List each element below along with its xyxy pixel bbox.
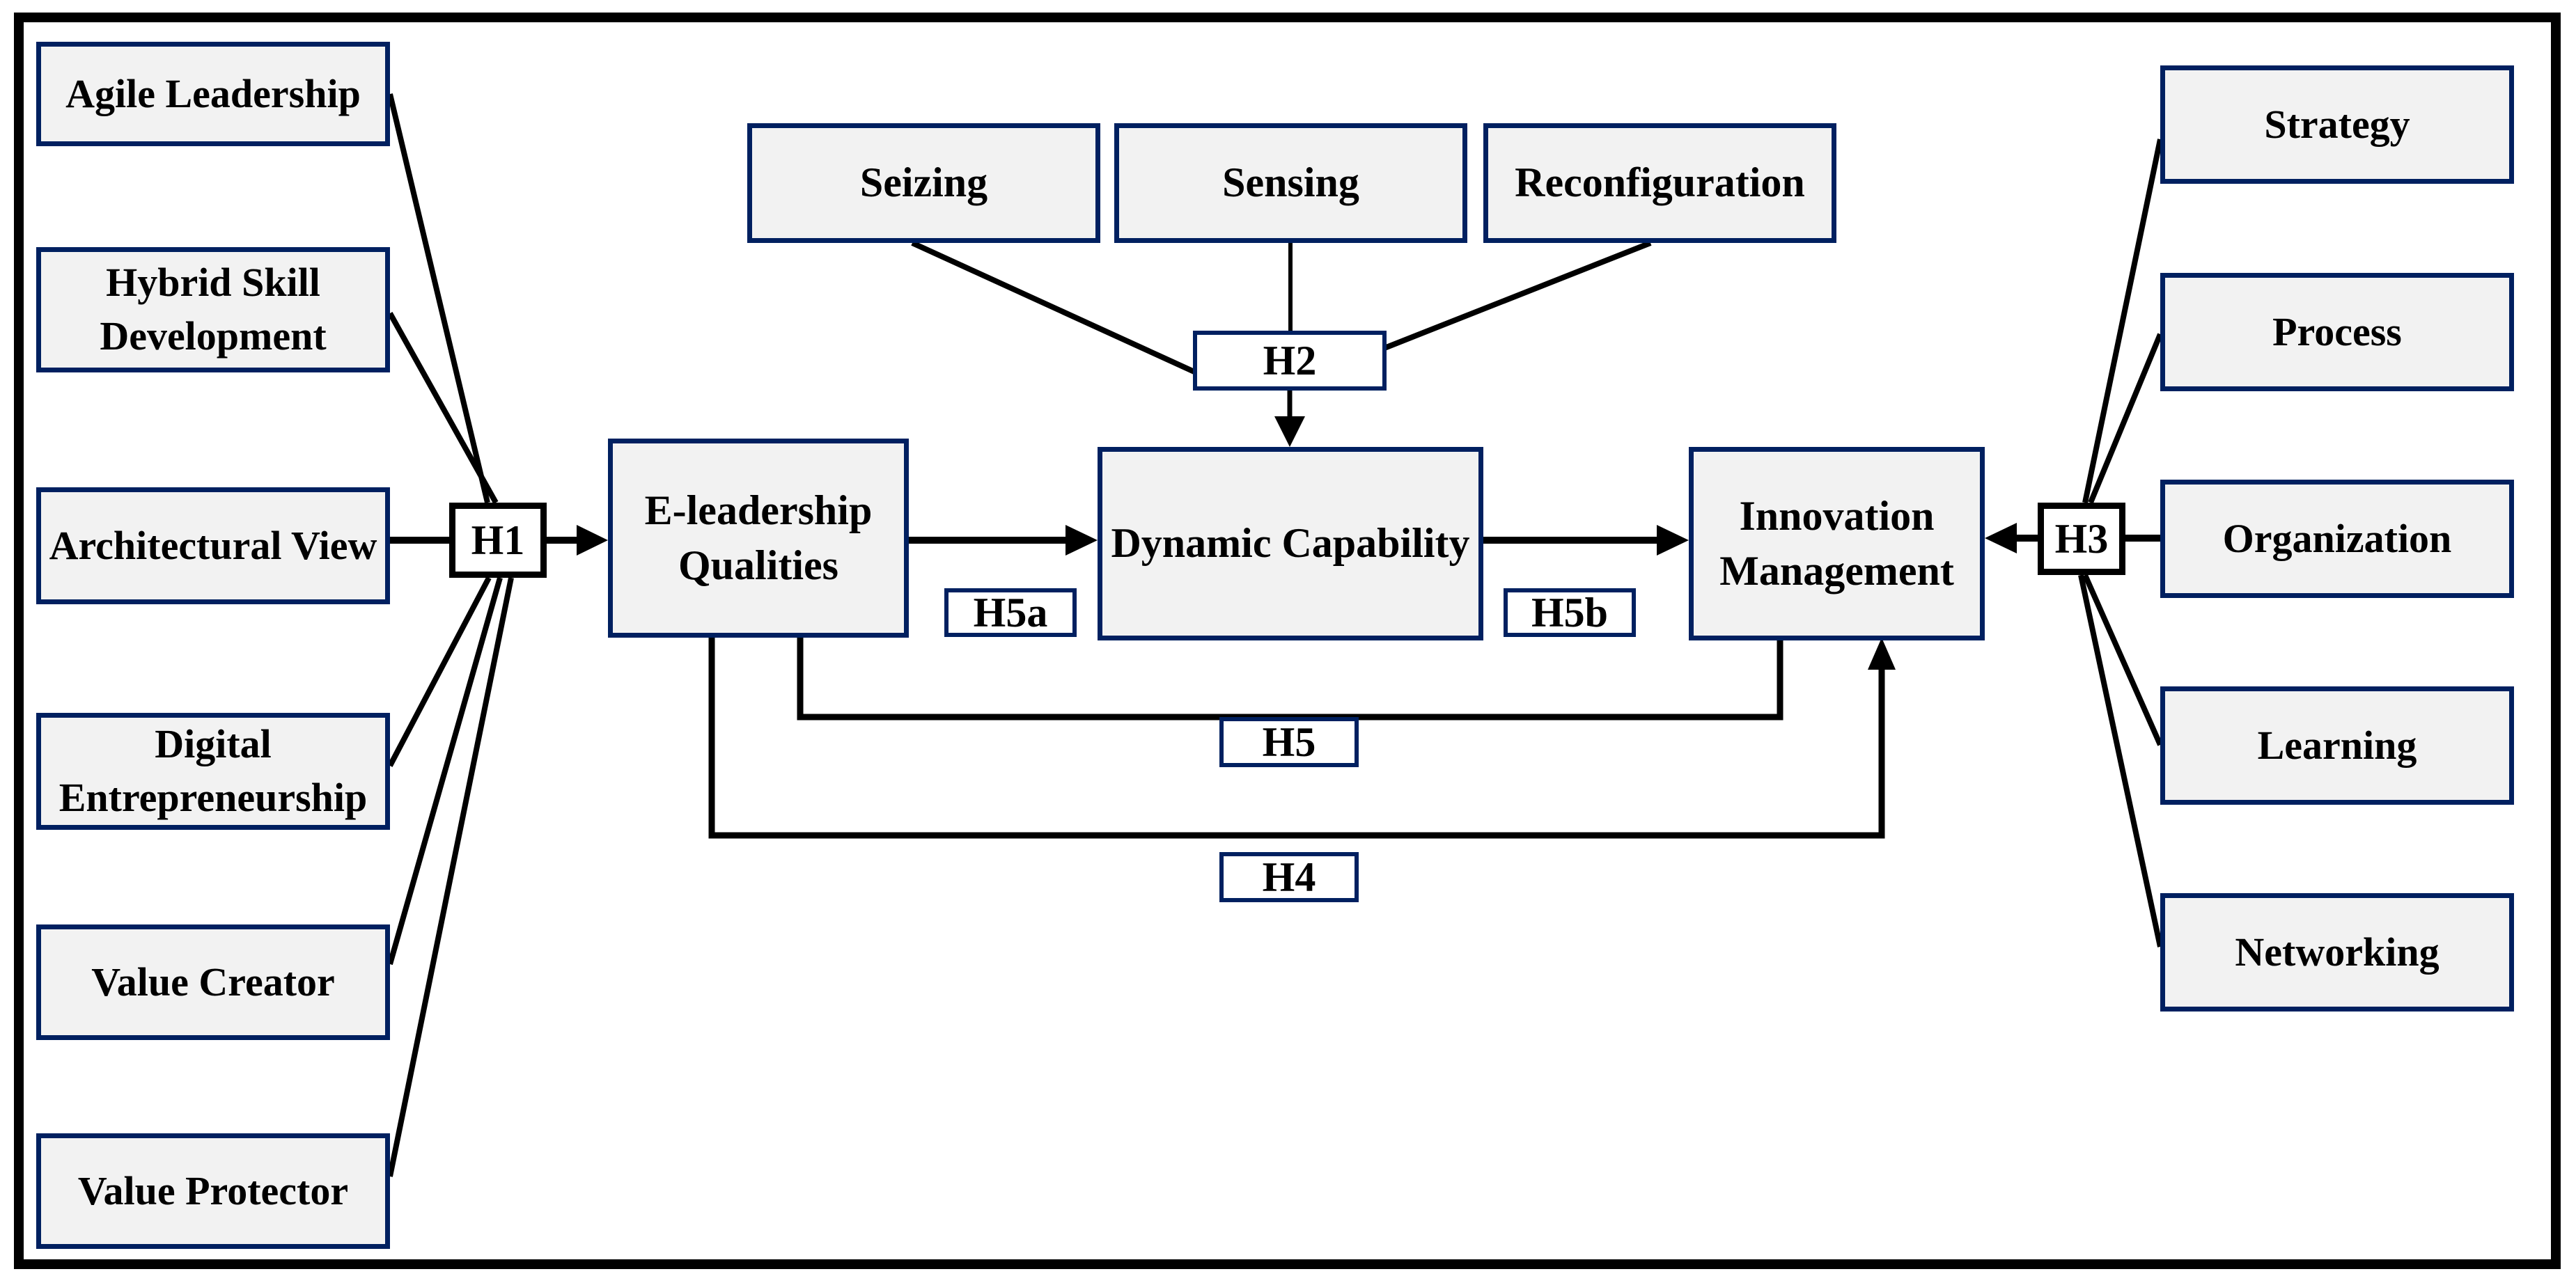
node-learning-label: Learning xyxy=(2257,722,2417,768)
hypothesis-h5a: H5a xyxy=(944,588,1077,637)
node-innovation-management-label: Innovation Management xyxy=(1719,492,1954,594)
node-learning: Learning xyxy=(2160,686,2514,805)
node-digital-entrepreneurship: Digital Entrepreneurship xyxy=(36,713,390,830)
hypothesis-h5b-label: H5b xyxy=(1531,589,1609,636)
node-process: Process xyxy=(2160,273,2514,391)
node-dynamic-capability: Dynamic Capability xyxy=(1098,447,1483,640)
node-architectural-view: Architectural View xyxy=(36,487,390,604)
node-value-creator: Value Creator xyxy=(36,924,390,1040)
node-seizing: Seizing xyxy=(747,123,1100,243)
node-e-leadership-qualities-label: E-leadership Qualities xyxy=(644,487,873,588)
node-innovation-management: Innovation Management xyxy=(1689,447,1985,640)
hypothesis-h4-label: H4 xyxy=(1262,853,1316,900)
node-value-creator-label: Value Creator xyxy=(91,959,335,1005)
hypothesis-h5-label: H5 xyxy=(1262,718,1316,765)
node-organization-label: Organization xyxy=(2222,515,2452,561)
node-digital-entrepreneurship-label: Digital Entrepreneurship xyxy=(58,721,368,820)
node-networking-label: Networking xyxy=(2235,929,2440,975)
node-networking: Networking xyxy=(2160,893,2514,1012)
node-value-protector: Value Protector xyxy=(36,1133,390,1249)
hypothesis-h2: H2 xyxy=(1193,331,1387,391)
node-sensing-label: Sensing xyxy=(1222,159,1359,206)
node-agile-leadership: Agile Leadership xyxy=(36,42,390,146)
hypothesis-h1-label: H1 xyxy=(471,517,525,563)
node-strategy-label: Strategy xyxy=(2264,101,2410,147)
node-value-protector-label: Value Protector xyxy=(77,1167,349,1213)
hypothesis-h3: H3 xyxy=(2038,503,2125,575)
node-organization: Organization xyxy=(2160,480,2514,598)
node-e-leadership-qualities: E-leadership Qualities xyxy=(608,439,909,638)
node-reconfiguration-label: Reconfiguration xyxy=(1515,159,1805,206)
node-architectural-view-label: Architectural View xyxy=(49,522,377,568)
node-agile-leadership-label: Agile Leadership xyxy=(65,70,361,116)
node-hybrid-skill-development-label: Hybrid Skill Development xyxy=(100,260,327,359)
node-process-label: Process xyxy=(2272,308,2402,354)
hypothesis-h5b: H5b xyxy=(1504,588,1636,637)
hypothesis-h5a-label: H5a xyxy=(973,589,1048,636)
node-hybrid-skill-development: Hybrid Skill Development xyxy=(36,247,390,372)
node-reconfiguration: Reconfiguration xyxy=(1483,123,1836,243)
node-dynamic-capability-label: Dynamic Capability xyxy=(1111,520,1470,567)
hypothesis-h5: H5 xyxy=(1219,717,1359,767)
hypothesis-h4: H4 xyxy=(1219,852,1359,902)
hypothesis-h2-label: H2 xyxy=(1263,337,1317,384)
node-strategy: Strategy xyxy=(2160,65,2514,184)
node-sensing: Sensing xyxy=(1114,123,1467,243)
node-seizing-label: Seizing xyxy=(859,159,988,206)
outer-frame xyxy=(14,13,2561,1269)
hypothesis-h1: H1 xyxy=(449,503,547,578)
hypothesis-h3-label: H3 xyxy=(2054,515,2109,562)
